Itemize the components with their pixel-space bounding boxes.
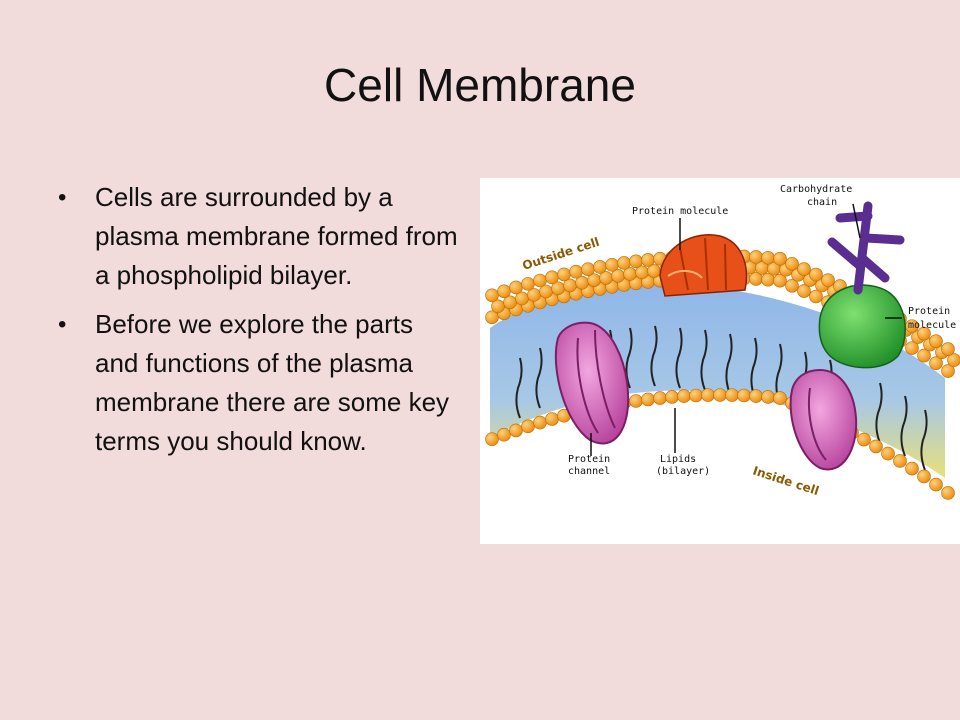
leader-lines (590, 203, 902, 456)
lipid-head (701, 388, 715, 402)
lipid-head (749, 250, 763, 264)
protein-molecule-top (659, 234, 748, 297)
membrane-illustration: Protein molecule Carbohydrate chain Outs… (485, 184, 960, 500)
lipid-head (773, 273, 787, 288)
lipid-head (485, 432, 499, 447)
lipid-head (821, 273, 835, 287)
lipid-head (569, 264, 583, 279)
bullet-dot-icon: • (58, 184, 67, 211)
lipid-head (557, 267, 571, 282)
lipid-head (797, 262, 811, 276)
label-lipids-2: (bilayer) (656, 466, 710, 477)
lipid-head (497, 427, 511, 442)
lipid-head (917, 348, 931, 363)
lipid-head (605, 258, 619, 272)
lipid-head (617, 256, 631, 270)
lipid-head (497, 284, 511, 299)
protein-molecule-right (818, 284, 906, 369)
lipid-head (665, 390, 679, 404)
lipid-head (761, 390, 775, 404)
bullet-dot-icon: • (58, 311, 67, 338)
lipid-head (917, 326, 931, 341)
lipid-head (881, 446, 895, 461)
lipid-head (593, 260, 607, 274)
cell-membrane-diagram: Protein molecule Carbohydrate chain Outs… (480, 178, 960, 544)
lipid-head (485, 288, 499, 303)
lipid-head (521, 277, 535, 291)
lipid-head (797, 284, 811, 298)
label-protein-molecule-top: Protein molecule (632, 206, 728, 217)
lipid-head (521, 419, 535, 434)
carbohydrate-chain (827, 201, 905, 295)
lipid-head (809, 289, 823, 304)
lipid-head (929, 334, 943, 348)
bullet-text: Before we explore the parts and function… (95, 309, 450, 456)
protein-channel (554, 321, 630, 445)
lipid-head (761, 250, 775, 265)
lipid-head (689, 388, 703, 403)
lipid-head (581, 262, 595, 276)
lipid-head (941, 342, 955, 356)
bullet-text: Cells are surrounded by a plasma membran… (95, 182, 458, 290)
label-carbohydrate: Carbohydrate (780, 184, 852, 195)
lipid-head (629, 394, 643, 408)
lipid-head (869, 439, 883, 454)
lipid-head (533, 415, 547, 430)
lipid-head (773, 391, 787, 405)
label-carbohydrate-chain: chain (807, 197, 837, 208)
slide-title: Cell Membrane (324, 59, 636, 111)
lipid-head (809, 267, 823, 282)
lipid-head (941, 486, 955, 500)
lipid-head (893, 454, 907, 468)
label-inside-cell: Inside cell (751, 464, 821, 499)
lipid-head (725, 388, 739, 402)
label-lipids-1: Lipids (660, 454, 696, 465)
bullet-item: • Before we explore the parts and functi… (58, 305, 458, 461)
label-protein-right-2: molecule (908, 320, 956, 331)
lipid-head (653, 391, 667, 405)
lipid-head (485, 310, 499, 325)
label-protein-right-1: Protein (908, 306, 950, 317)
lipid-head (857, 432, 871, 447)
lipid-head (491, 299, 505, 314)
lipid-head (545, 270, 559, 285)
bullet-list: • Cells are surrounded by a plasma membr… (58, 178, 458, 471)
lipid-head (713, 388, 727, 402)
lipid-head (905, 341, 919, 355)
lipid-head (509, 280, 523, 295)
label-protein-channel-2: channel (568, 466, 610, 477)
bullet-item: • Cells are surrounded by a plasma membr… (58, 178, 458, 295)
lipid-head (533, 273, 547, 288)
lipid-head (929, 356, 943, 370)
lipid-head (773, 251, 787, 266)
lipid-head (509, 423, 523, 438)
lipid-head (677, 389, 691, 403)
lipid-head (641, 392, 655, 407)
lipid-head (737, 388, 751, 403)
lipid-head (785, 278, 799, 293)
lipid-head (905, 461, 919, 476)
lipid-head (929, 477, 943, 492)
lipid-head (749, 389, 763, 403)
label-protein-channel-1: Protein (568, 454, 610, 465)
lipid-head (917, 469, 931, 484)
lipid-head (941, 364, 955, 378)
lipid-head (785, 256, 799, 271)
lipid-head (641, 253, 655, 267)
lipid-head (545, 412, 559, 426)
protein-channel-right (789, 368, 858, 471)
lipid-head (947, 353, 960, 367)
lipid-head (629, 254, 643, 269)
